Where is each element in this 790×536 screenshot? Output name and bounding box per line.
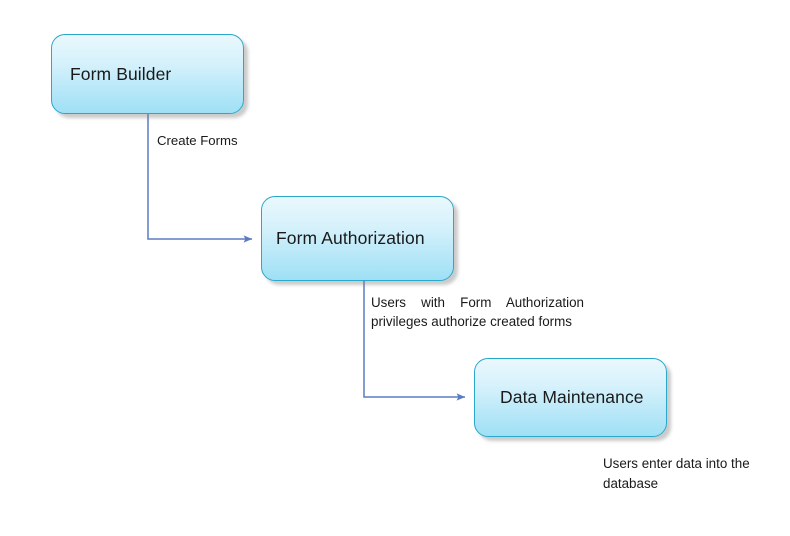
edge-label-create-forms: Create Forms [157,133,238,148]
node-data-maintenance[interactable]: Data Maintenance [474,358,667,437]
node-form-builder-label: Form Builder [70,63,172,84]
node-data-maintenance-label: Data Maintenance [500,387,644,407]
edge-label-authorize-forms: Users with Form Authorization privileges… [371,295,584,329]
node-form-authorization[interactable]: Form Authorization [261,196,454,281]
node-form-builder[interactable]: Form Builder [51,34,244,114]
caption-enter-data: Users enter data into the database [603,456,750,491]
node-form-authorization-label: Form Authorization [276,228,425,248]
